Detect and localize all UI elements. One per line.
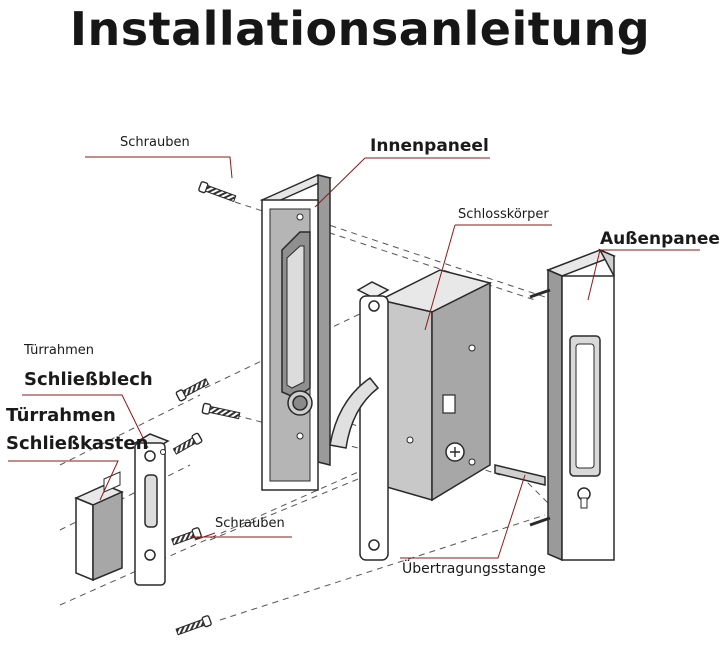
leader-lines xyxy=(8,156,700,559)
label-innenpaneel: Innenpaneel xyxy=(370,136,489,156)
label-aussenpaneel: Außenpaneel xyxy=(600,229,720,249)
inner-panel xyxy=(259,174,333,491)
strike-box xyxy=(74,471,124,582)
page-title: Installationsanleitung xyxy=(69,2,651,56)
screw-top-icon xyxy=(198,181,237,203)
screw-left-upper-icon xyxy=(175,378,210,402)
lock-faceplate xyxy=(329,281,390,561)
screw-left-mid-icon xyxy=(172,432,203,455)
leader-schrauben-top xyxy=(85,156,233,179)
label-schliesskasten: Schließkasten xyxy=(6,433,149,454)
label-uebertragungsstange: Übertragungsstange xyxy=(402,561,546,577)
outer-panel xyxy=(529,248,616,562)
screw-middle-icon xyxy=(201,402,241,420)
lock-body xyxy=(377,269,493,502)
leader-schrauben-bottom xyxy=(190,532,292,541)
leader-schliesskasten xyxy=(8,460,119,501)
label-schlosskoerper: Schlosskörper xyxy=(458,207,549,222)
screw-lower-icon xyxy=(171,527,202,546)
strike-plate xyxy=(133,433,170,586)
leader-schlosskoerper xyxy=(424,224,552,331)
screw-bottom-icon xyxy=(175,615,212,636)
transmission-rod xyxy=(494,464,546,486)
leader-uebertragungsstange xyxy=(400,474,526,559)
leader-innenpaneel xyxy=(314,157,490,208)
label-schliessblech: Schließblech xyxy=(24,369,153,390)
leader-aussenpaneel xyxy=(587,249,700,301)
label-tuerrahmen-small: Türrahmen xyxy=(24,343,94,358)
label-schrauben-top: Schrauben xyxy=(120,135,190,150)
leader-schliessblech xyxy=(22,394,149,449)
label-tuerrahmen-large: Türrahmen xyxy=(6,405,116,426)
label-schrauben-bottom: Schrauben xyxy=(215,516,285,531)
